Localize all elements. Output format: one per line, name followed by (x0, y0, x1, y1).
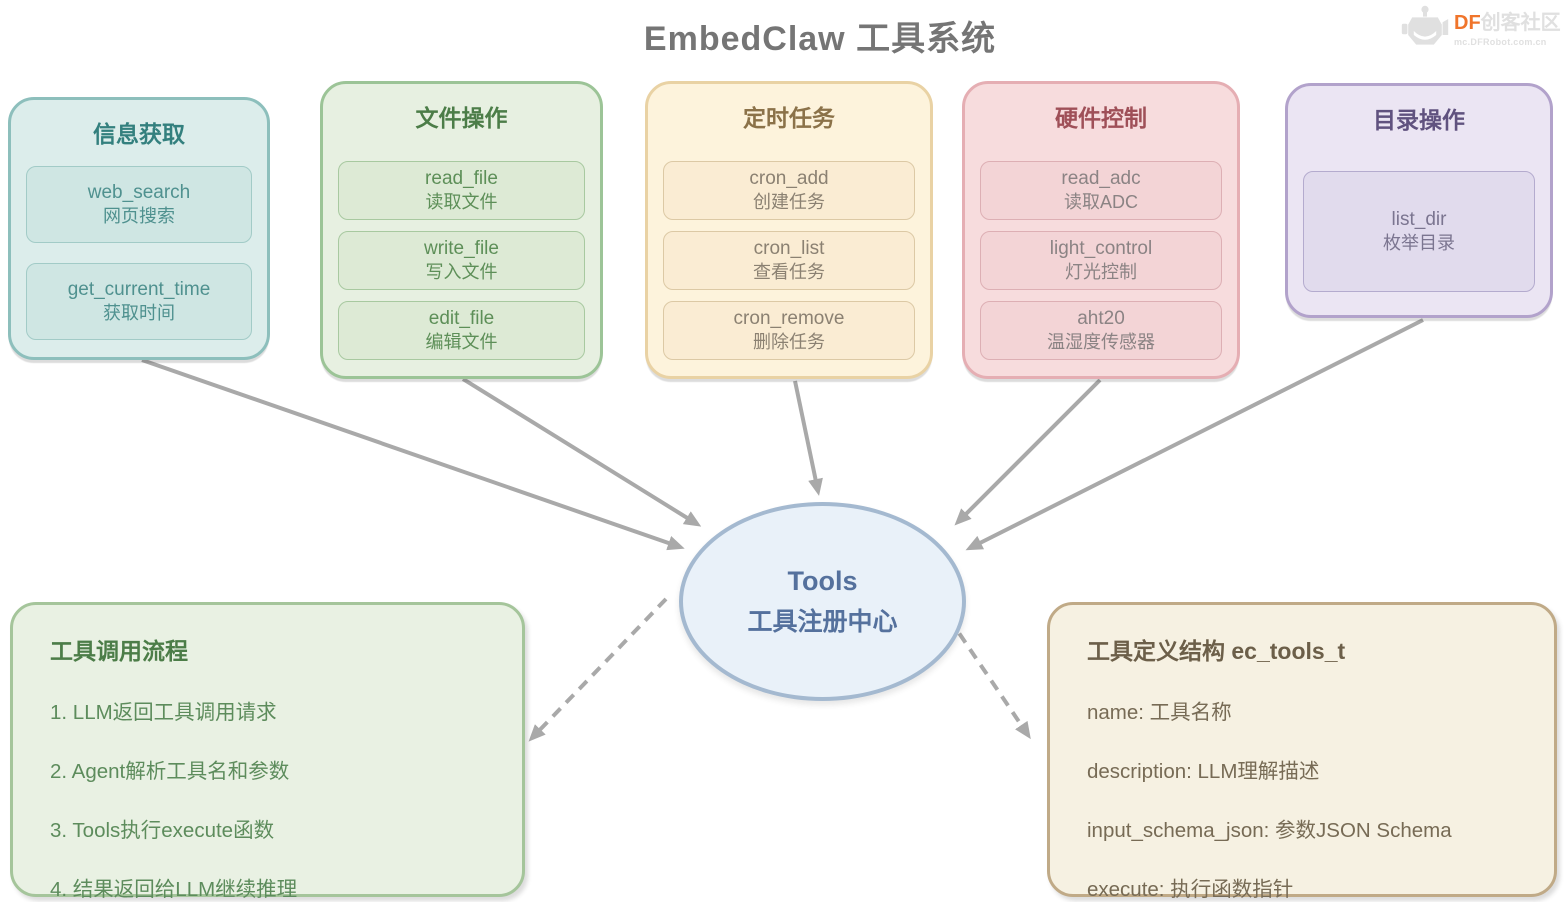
category-box-cron: 定时任务 cron_add 创建任务 cron_list 查看任务 cron_remov… (645, 81, 933, 379)
tool-desc: 创建任务 (753, 192, 825, 213)
tool-struct-box: 工具定义结构 ec_tools_t name: 工具名称 description… (1047, 602, 1557, 901)
arrow-dir-to-tools (965, 318, 1424, 551)
tool-name: light_control (1049, 237, 1153, 259)
arrow-file-to-tools (461, 377, 702, 527)
category-title: 文件操作 (415, 105, 508, 131)
tool-item: write_file 写入文件 (338, 231, 585, 290)
tool-item: get_current_time 获取时间 (26, 263, 252, 340)
logo-brand-community: 创客社区 (1480, 12, 1561, 34)
arrow-info-to-tools (141, 358, 685, 551)
tool-desc: 读取文件 (425, 192, 498, 213)
tools-registry-node: Tools 工具注册中心 (679, 502, 966, 701)
category-title: 硬件控制 (1055, 105, 1147, 131)
category-title: 定时任务 (743, 105, 835, 131)
tool-name: get_current_time (67, 278, 211, 300)
tool-item: light_control 灯光控制 (980, 231, 1222, 290)
flow-step: 3. Tools执行execute函数 (50, 819, 275, 842)
tool-desc: 写入文件 (425, 262, 498, 283)
tool-name: cron_remove (733, 307, 845, 329)
tool-item: read_adc 读取ADC (980, 161, 1222, 220)
logo-subtitle: mc.DFRobot.com.cn (1454, 37, 1547, 47)
arrow-tools-to-flow (528, 597, 668, 742)
tool-list: cron_add 创建任务 cron_list 查看任务 cron_remove 删除任务 (648, 161, 930, 360)
tools-registry-subtitle: 工具注册中心 (747, 607, 898, 636)
tool-item: cron_list 查看任务 (663, 231, 915, 290)
arrow-cron-to-tools (793, 380, 823, 496)
category-box-hardware: 硬件控制 read_adc 读取ADC light_control 灯光控制 aht20… (962, 81, 1240, 379)
struct-field: description: LLM理解描述 (1087, 760, 1320, 783)
tool-desc: 编辑文件 (425, 332, 498, 353)
tool-item: read_file 读取文件 (338, 161, 585, 220)
tool-name: read_file (425, 167, 498, 189)
logo-brand-df: DF (1454, 12, 1481, 34)
tool-name: read_adc (1061, 167, 1141, 189)
tool-desc: 读取ADC (1063, 192, 1138, 213)
category-title: 目录操作 (1373, 107, 1465, 133)
tool-list: web_search 网页搜索 get_current_time 获取时间 (11, 166, 267, 340)
tool-desc: 温湿度传感器 (1047, 332, 1155, 353)
tool-name: write_file (424, 237, 499, 259)
tool-item: cron_add 创建任务 (663, 161, 915, 220)
tool-list: read_adc 读取ADC light_control 灯光控制 aht20 温湿度传感… (965, 161, 1237, 360)
tool-item: list_dir 枚举目录 (1303, 171, 1535, 292)
tool-list: read_file 读取文件 write_file 写入文件 edit_file 编辑文件 (323, 161, 600, 360)
category-box-directory: 目录操作 list_dir 枚举目录 (1285, 83, 1553, 318)
flow-step: 1. LLM返回工具调用请求 (50, 701, 277, 724)
dfrobot-logo: DF创客社区 mc.DFRobot.com.cn (1401, 4, 1561, 50)
struct-field: input_schema_json: 参数JSON Schema (1087, 819, 1452, 842)
struct-field: execute: 执行函数指针 (1087, 878, 1294, 901)
tool-name: list_dir (1391, 208, 1447, 230)
flow-step: 2. Agent解析工具名和参数 (50, 760, 290, 783)
tool-list: list_dir 枚举目录 (1288, 171, 1550, 292)
tool-name: edit_file (428, 307, 495, 329)
category-box-info: 信息获取 web_search 网页搜索 get_current_time 获取时间 (8, 97, 270, 360)
robot-icon (1401, 5, 1449, 45)
category-box-file: 文件操作 read_file 读取文件 write_file 写入文件 edit_fil… (320, 81, 603, 379)
tool-name: cron_list (753, 237, 825, 259)
tool-item: edit_file 编辑文件 (338, 301, 585, 360)
logo-brand: DF创客社区 (1454, 12, 1561, 34)
flow-step: 4. 结果返回给LLM继续推理 (50, 878, 298, 901)
tool-desc: 枚举目录 (1383, 233, 1455, 254)
page-title: EmbedClaw 工具系统 (643, 20, 997, 58)
tool-name: web_search (87, 181, 191, 203)
struct-box-title: 工具定义结构 ec_tools_t (1087, 638, 1346, 664)
struct-field: name: 工具名称 (1087, 701, 1232, 724)
tool-desc: 网页搜索 (103, 206, 175, 227)
flow-box-title: 工具调用流程 (50, 638, 188, 664)
tool-desc: 获取时间 (103, 303, 175, 324)
tool-name: aht20 (1077, 307, 1125, 329)
logo-text: DF创客社区 mc.DFRobot.com.cn (1454, 4, 1561, 47)
tool-desc: 查看任务 (753, 262, 825, 283)
tool-call-flow-box: 工具调用流程 1. LLM返回工具调用请求 2. Agent解析工具名和参数 3… (10, 602, 525, 901)
tools-registry-title: Tools (787, 565, 858, 596)
arrow-hw-to-tools (954, 378, 1102, 526)
tool-item: cron_remove 删除任务 (663, 301, 915, 360)
tool-item: aht20 温湿度传感器 (980, 301, 1222, 360)
category-title: 信息获取 (93, 121, 185, 147)
tool-item: web_search 网页搜索 (26, 166, 252, 243)
tool-desc: 删除任务 (753, 332, 825, 353)
tool-desc: 灯光控制 (1065, 262, 1137, 283)
tool-name: cron_add (749, 167, 829, 189)
